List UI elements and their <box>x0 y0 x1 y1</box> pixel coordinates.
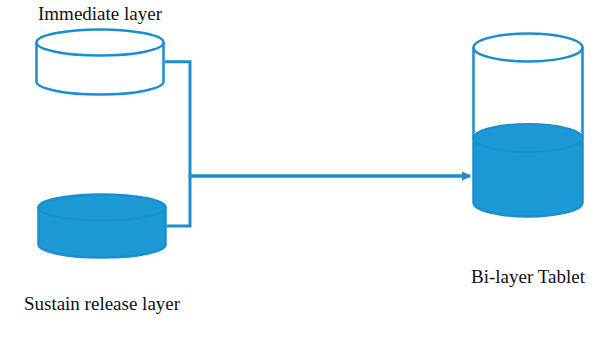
tablet-layer-node: Bi-layer Tablet <box>469 32 587 289</box>
cylinder-shape <box>472 32 584 218</box>
cylinder-top <box>37 29 164 55</box>
tablet-layer-node: Immediate layer <box>33 3 167 96</box>
cylinder-body <box>474 48 583 217</box>
cylinder-outline <box>474 48 583 217</box>
cylinder-top <box>39 195 166 221</box>
layer-label: Bi-layer Tablet <box>469 266 587 289</box>
process-arrow <box>165 62 470 176</box>
tablet-layer-node: Sustain release layer <box>22 193 183 316</box>
layer-label: Immediate layer <box>33 3 167 26</box>
layer-interface <box>474 124 583 152</box>
layer-label: Sustain release layer <box>22 293 183 316</box>
cylinder-shape <box>35 28 165 96</box>
process-arrow <box>167 176 470 226</box>
cylinder-shape <box>37 193 167 259</box>
cylinder-top <box>474 34 583 62</box>
